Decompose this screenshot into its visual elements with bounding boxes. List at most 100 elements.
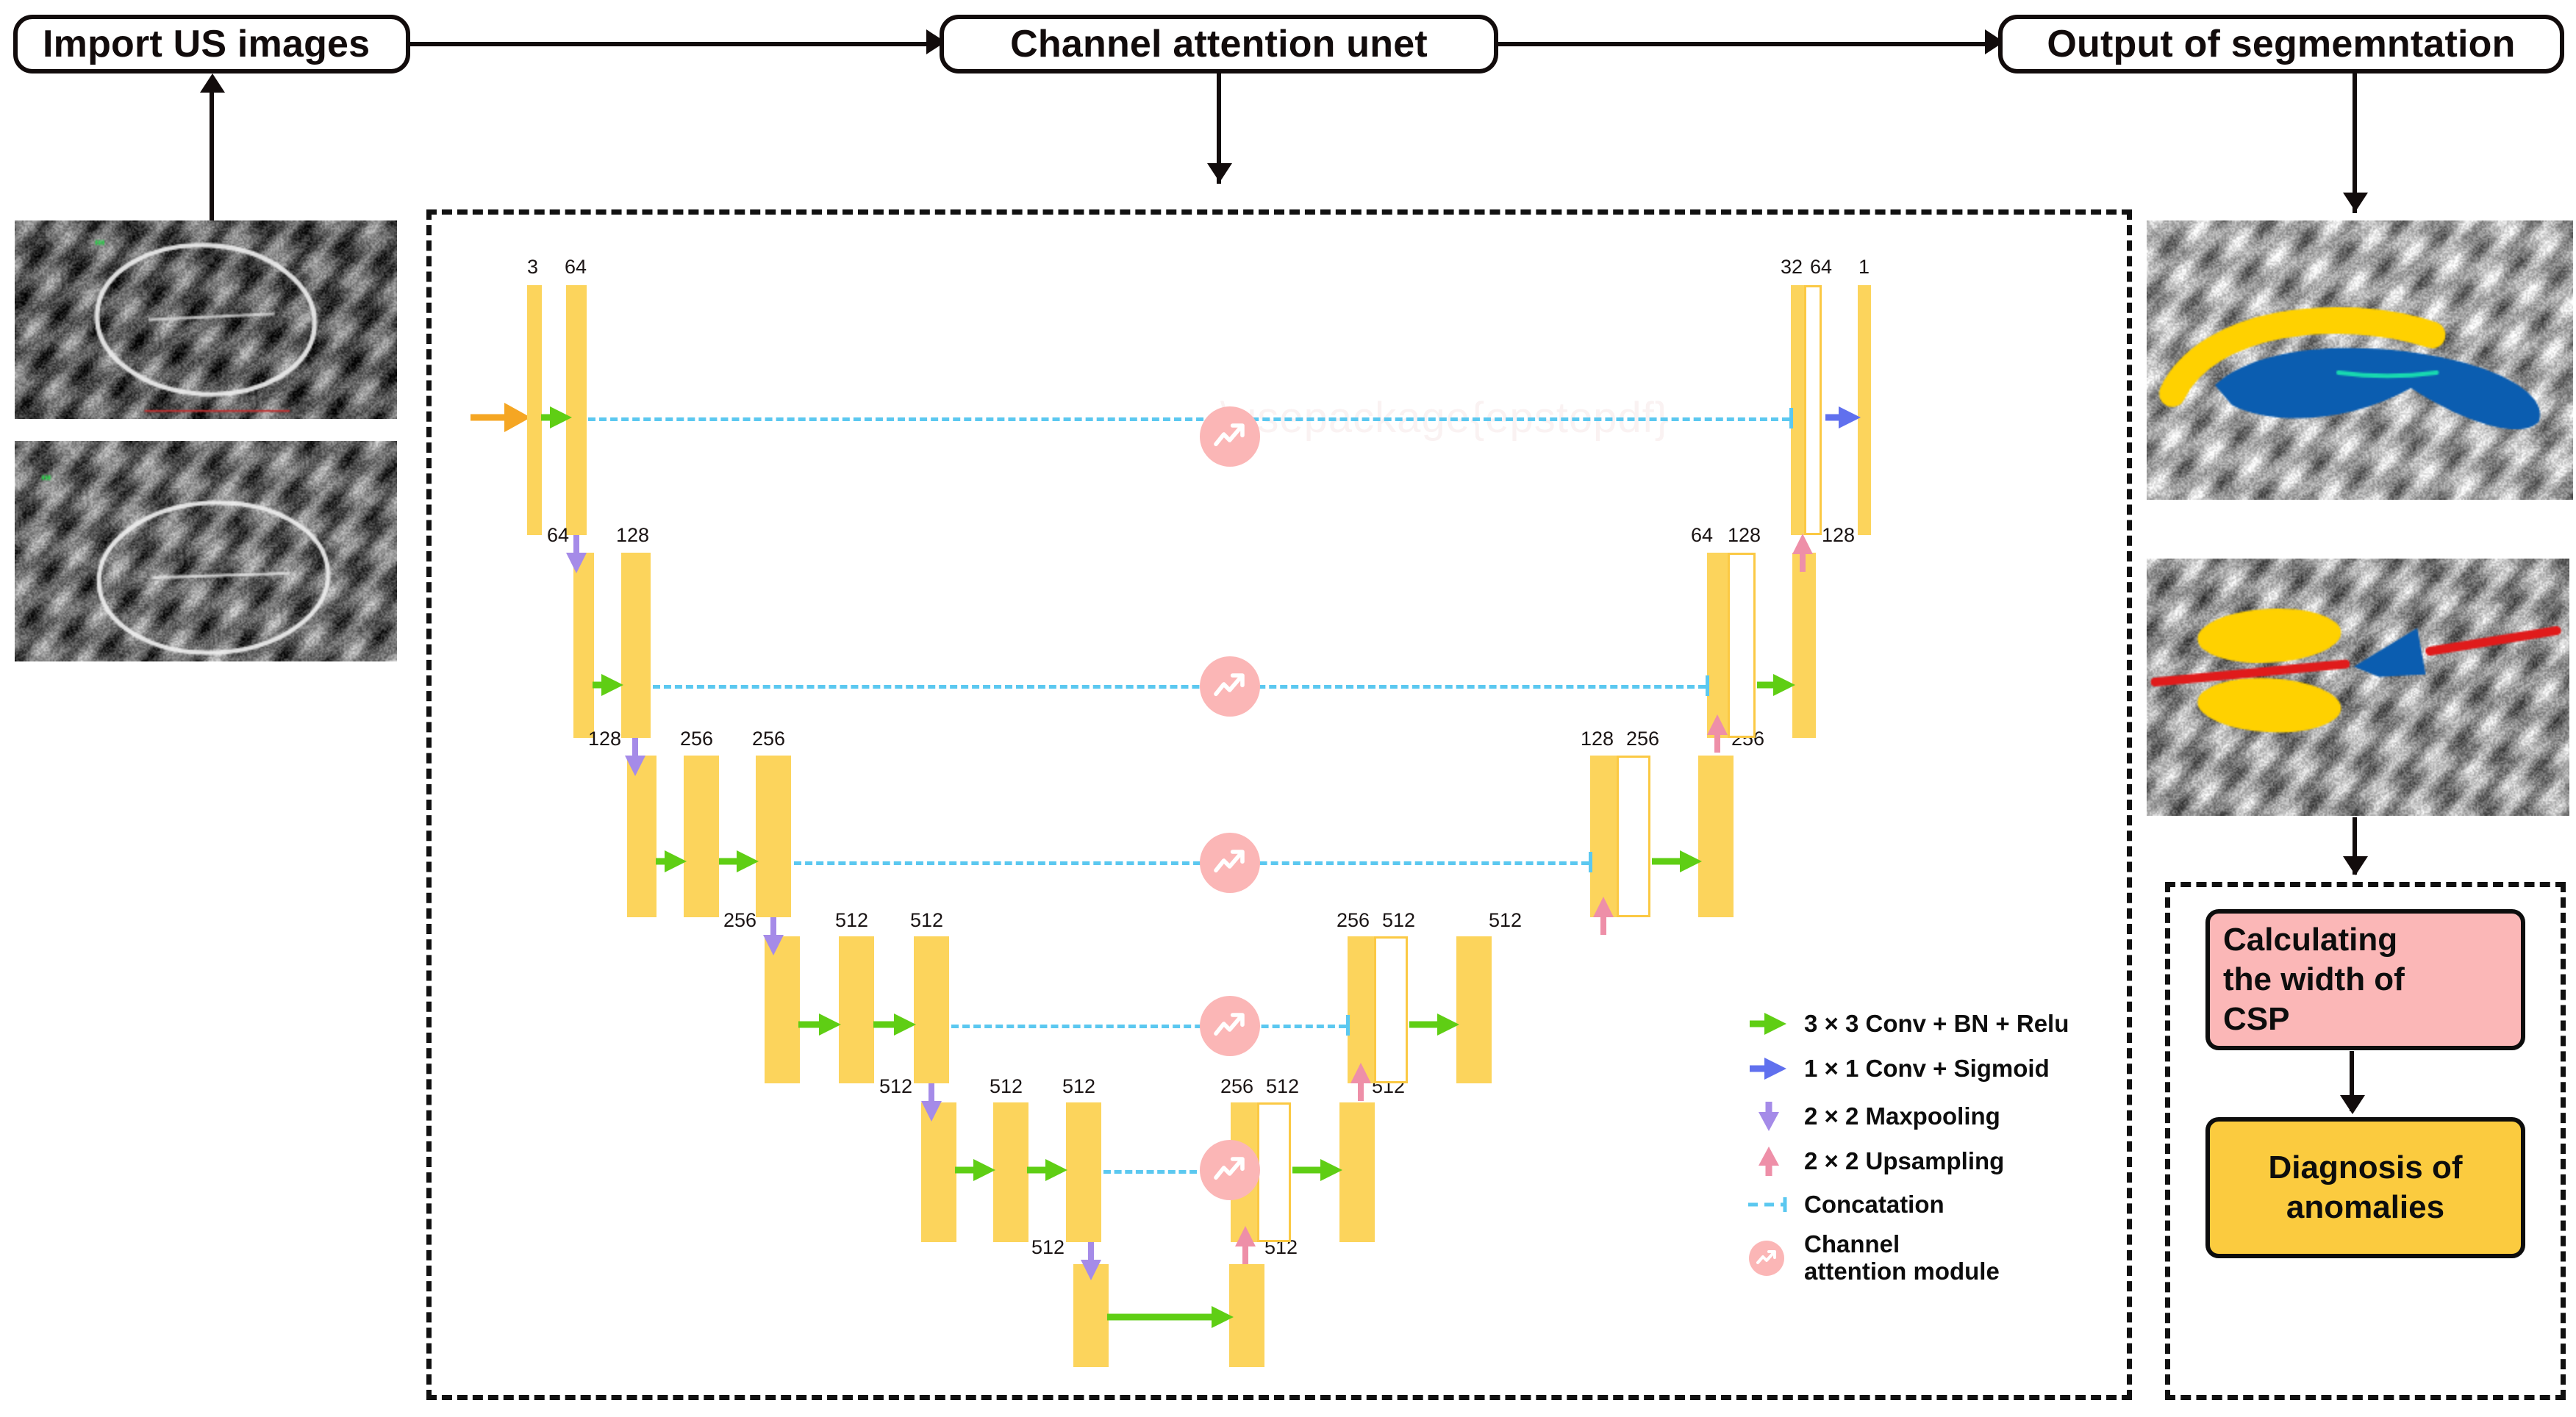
conv-arrow-enc-l1: [541, 406, 572, 428]
dec-l3-b2: [1617, 756, 1650, 917]
conv-arrow-enc-l4b: [873, 1014, 916, 1036]
legend-label-attention: Channel attention module: [1804, 1230, 2000, 1285]
dec-l1-b2-channel-label: 64: [1810, 256, 1833, 278]
attention-module-2: [1200, 656, 1260, 717]
maxpool-arrow-l2: [625, 738, 645, 776]
connector-calc-to-diagnosis: [2350, 1051, 2354, 1111]
upsample-arrow-l3: [1707, 714, 1728, 753]
enc-l1-b1: [527, 285, 542, 535]
dashed-line-icon: [1748, 1197, 1787, 1213]
enc-l2-b1: [573, 553, 594, 738]
dec-l2-b1-channel-label: 64: [1691, 524, 1714, 546]
skip-connection-l2-endcap: [1706, 675, 1709, 696]
enc-l4-b1-channel-label: 256: [723, 909, 757, 931]
bottleneck-left-channel-label: 512: [1031, 1236, 1065, 1258]
enc-l3-b2-channel-label: 256: [680, 728, 714, 750]
channel-attention-unet-box[interactable]: Channel attention unet: [940, 15, 1498, 73]
skip-connection-l3-endcap: [1589, 852, 1592, 872]
legend-row-conv: 3 × 3 Conv + BN + Relu: [1748, 1010, 2069, 1038]
green-right-arrow-icon: [1750, 1013, 1786, 1036]
legend-label-conv: 3 × 3 Conv + BN + Relu: [1804, 1010, 2069, 1037]
skip-connection-l1: [588, 417, 1789, 421]
dec-l2-b3-channel-label: 128: [1822, 524, 1856, 546]
enc-l5-b3: [1066, 1102, 1101, 1242]
dec-l4-b2: [1374, 936, 1408, 1083]
dec-l4-b3: [1456, 936, 1492, 1083]
calculating-width-csp-label: Calculating the width of CSP: [2223, 922, 2405, 1037]
enc-l4-b1: [765, 936, 800, 1083]
dec-l2-b2: [1728, 553, 1756, 738]
enc-l4-b3-channel-label: 512: [910, 909, 944, 931]
enc-l5-b3-channel-label: 512: [1062, 1075, 1096, 1097]
dec-l5-b3: [1339, 1102, 1375, 1242]
dec-l4-b1-channel-label: 256: [1337, 909, 1370, 931]
output-of-segmentation-label: Output of segmemntation: [2047, 23, 2516, 65]
dec-l4-b1: [1348, 936, 1374, 1083]
calculating-width-csp-box[interactable]: Calculating the width of CSP: [2205, 909, 2525, 1050]
conv-arrow-enc-l3a: [656, 850, 687, 872]
conv-arrow-dec-l4: [1409, 1014, 1459, 1036]
upsample-arrow-l2: [1792, 534, 1813, 572]
dec-l5-b2-channel-label: 512: [1266, 1075, 1300, 1097]
dec-l2-b1: [1707, 553, 1728, 738]
arrow-model-to-unet-icon: [1207, 163, 1232, 182]
enc-l3-b3-channel-label: 256: [752, 728, 786, 750]
legend-row-upsample: 2 × 2 Upsampling: [1748, 1145, 2004, 1177]
conv-arrow-dec-l3: [1652, 850, 1702, 872]
connector-import-to-model: [410, 42, 937, 46]
segmentation-result-image-1: [2147, 220, 2573, 500]
maxpool-arrow-l3: [763, 917, 784, 955]
dec-l2-b3: [1792, 553, 1816, 738]
maxpool-arrow-l4: [921, 1083, 942, 1122]
upsample-arrow-b: [1235, 1226, 1256, 1264]
dec-l1-b3-channel-label: 1: [1858, 256, 1870, 278]
legend-label-maxpool: 2 × 2 Maxpooling: [1804, 1102, 2000, 1130]
skip-connection-l4-endcap: [1346, 1015, 1350, 1036]
output-of-segmentation-box[interactable]: Output of segmemntation: [1998, 15, 2564, 73]
legend-row-sigmoid: 1 × 1 Conv + Sigmoid: [1748, 1055, 2050, 1083]
purple-down-arrow-icon: [1759, 1102, 1779, 1131]
dec-l3-b2-channel-label: 256: [1626, 728, 1660, 750]
conv-arrow-dec-l5: [1292, 1159, 1342, 1181]
maxpool-arrow-l1: [566, 535, 587, 573]
upsample-arrow-l5: [1350, 1063, 1371, 1101]
channel-attention-icon: [1749, 1240, 1784, 1276]
legend-label-sigmoid: 1 × 1 Conv + Sigmoid: [1804, 1055, 2050, 1082]
ultrasound-image-1: [15, 220, 397, 419]
pink-up-arrow-icon: [1759, 1147, 1779, 1176]
enc-l5-b2: [993, 1102, 1028, 1242]
enc-l5-b1: [921, 1102, 956, 1242]
dec-l4-b2-channel-label: 512: [1382, 909, 1416, 931]
enc-l4-b2: [839, 936, 874, 1083]
arrow-output-to-segimages-icon: [2343, 193, 2368, 212]
import-us-images-box[interactable]: Import US images: [13, 15, 410, 73]
enc-l2-b2-channel-label: 128: [616, 524, 650, 546]
conv-arrow-enc-l3b: [719, 850, 759, 872]
legend-label-upsample: 2 × 2 Upsampling: [1804, 1147, 2005, 1174]
enc-l4-b2-channel-label: 512: [835, 909, 869, 931]
skip-connection-l5: [1103, 1170, 1229, 1174]
arrow-calc-to-diagnosis-icon: [2340, 1095, 2365, 1114]
enc-l1-b2: [566, 285, 587, 535]
enc-l1-b1-channel-label: 3: [527, 256, 539, 278]
dec-l4-b3-channel-label: 512: [1489, 909, 1523, 931]
enc-l3-b1: [627, 756, 656, 917]
conv-arrow-dec-l2: [1757, 674, 1795, 696]
attention-module-4: [1200, 996, 1260, 1056]
skip-connection-l3: [794, 861, 1589, 865]
blue-right-arrow-icon: [1750, 1058, 1786, 1080]
conv-arrow-out-sigmoid: [1825, 406, 1861, 428]
upsample-arrow-l4: [1593, 897, 1614, 935]
input-arrow-icon: [471, 403, 531, 432]
enc-l5-b2-channel-label: 512: [990, 1075, 1023, 1097]
connector-output-to-segimages: [2353, 73, 2357, 213]
diagnosis-of-anomalies-box[interactable]: Diagnosis of anomalies: [2205, 1117, 2525, 1258]
enc-l1-b2-channel-label: 64: [565, 256, 587, 278]
segmentation-result-image-2: [2147, 559, 2569, 816]
maxpool-arrow-l5: [1081, 1242, 1101, 1280]
connector-segimages-to-postprocess: [2353, 817, 2357, 875]
dec-l3-b1-channel-label: 128: [1581, 728, 1614, 750]
diagnosis-of-anomalies-label: Diagnosis of anomalies: [2268, 1149, 2463, 1225]
legend-row-concat: Concatation: [1748, 1191, 1944, 1219]
conv-arrow-enc-l4a: [798, 1014, 841, 1036]
